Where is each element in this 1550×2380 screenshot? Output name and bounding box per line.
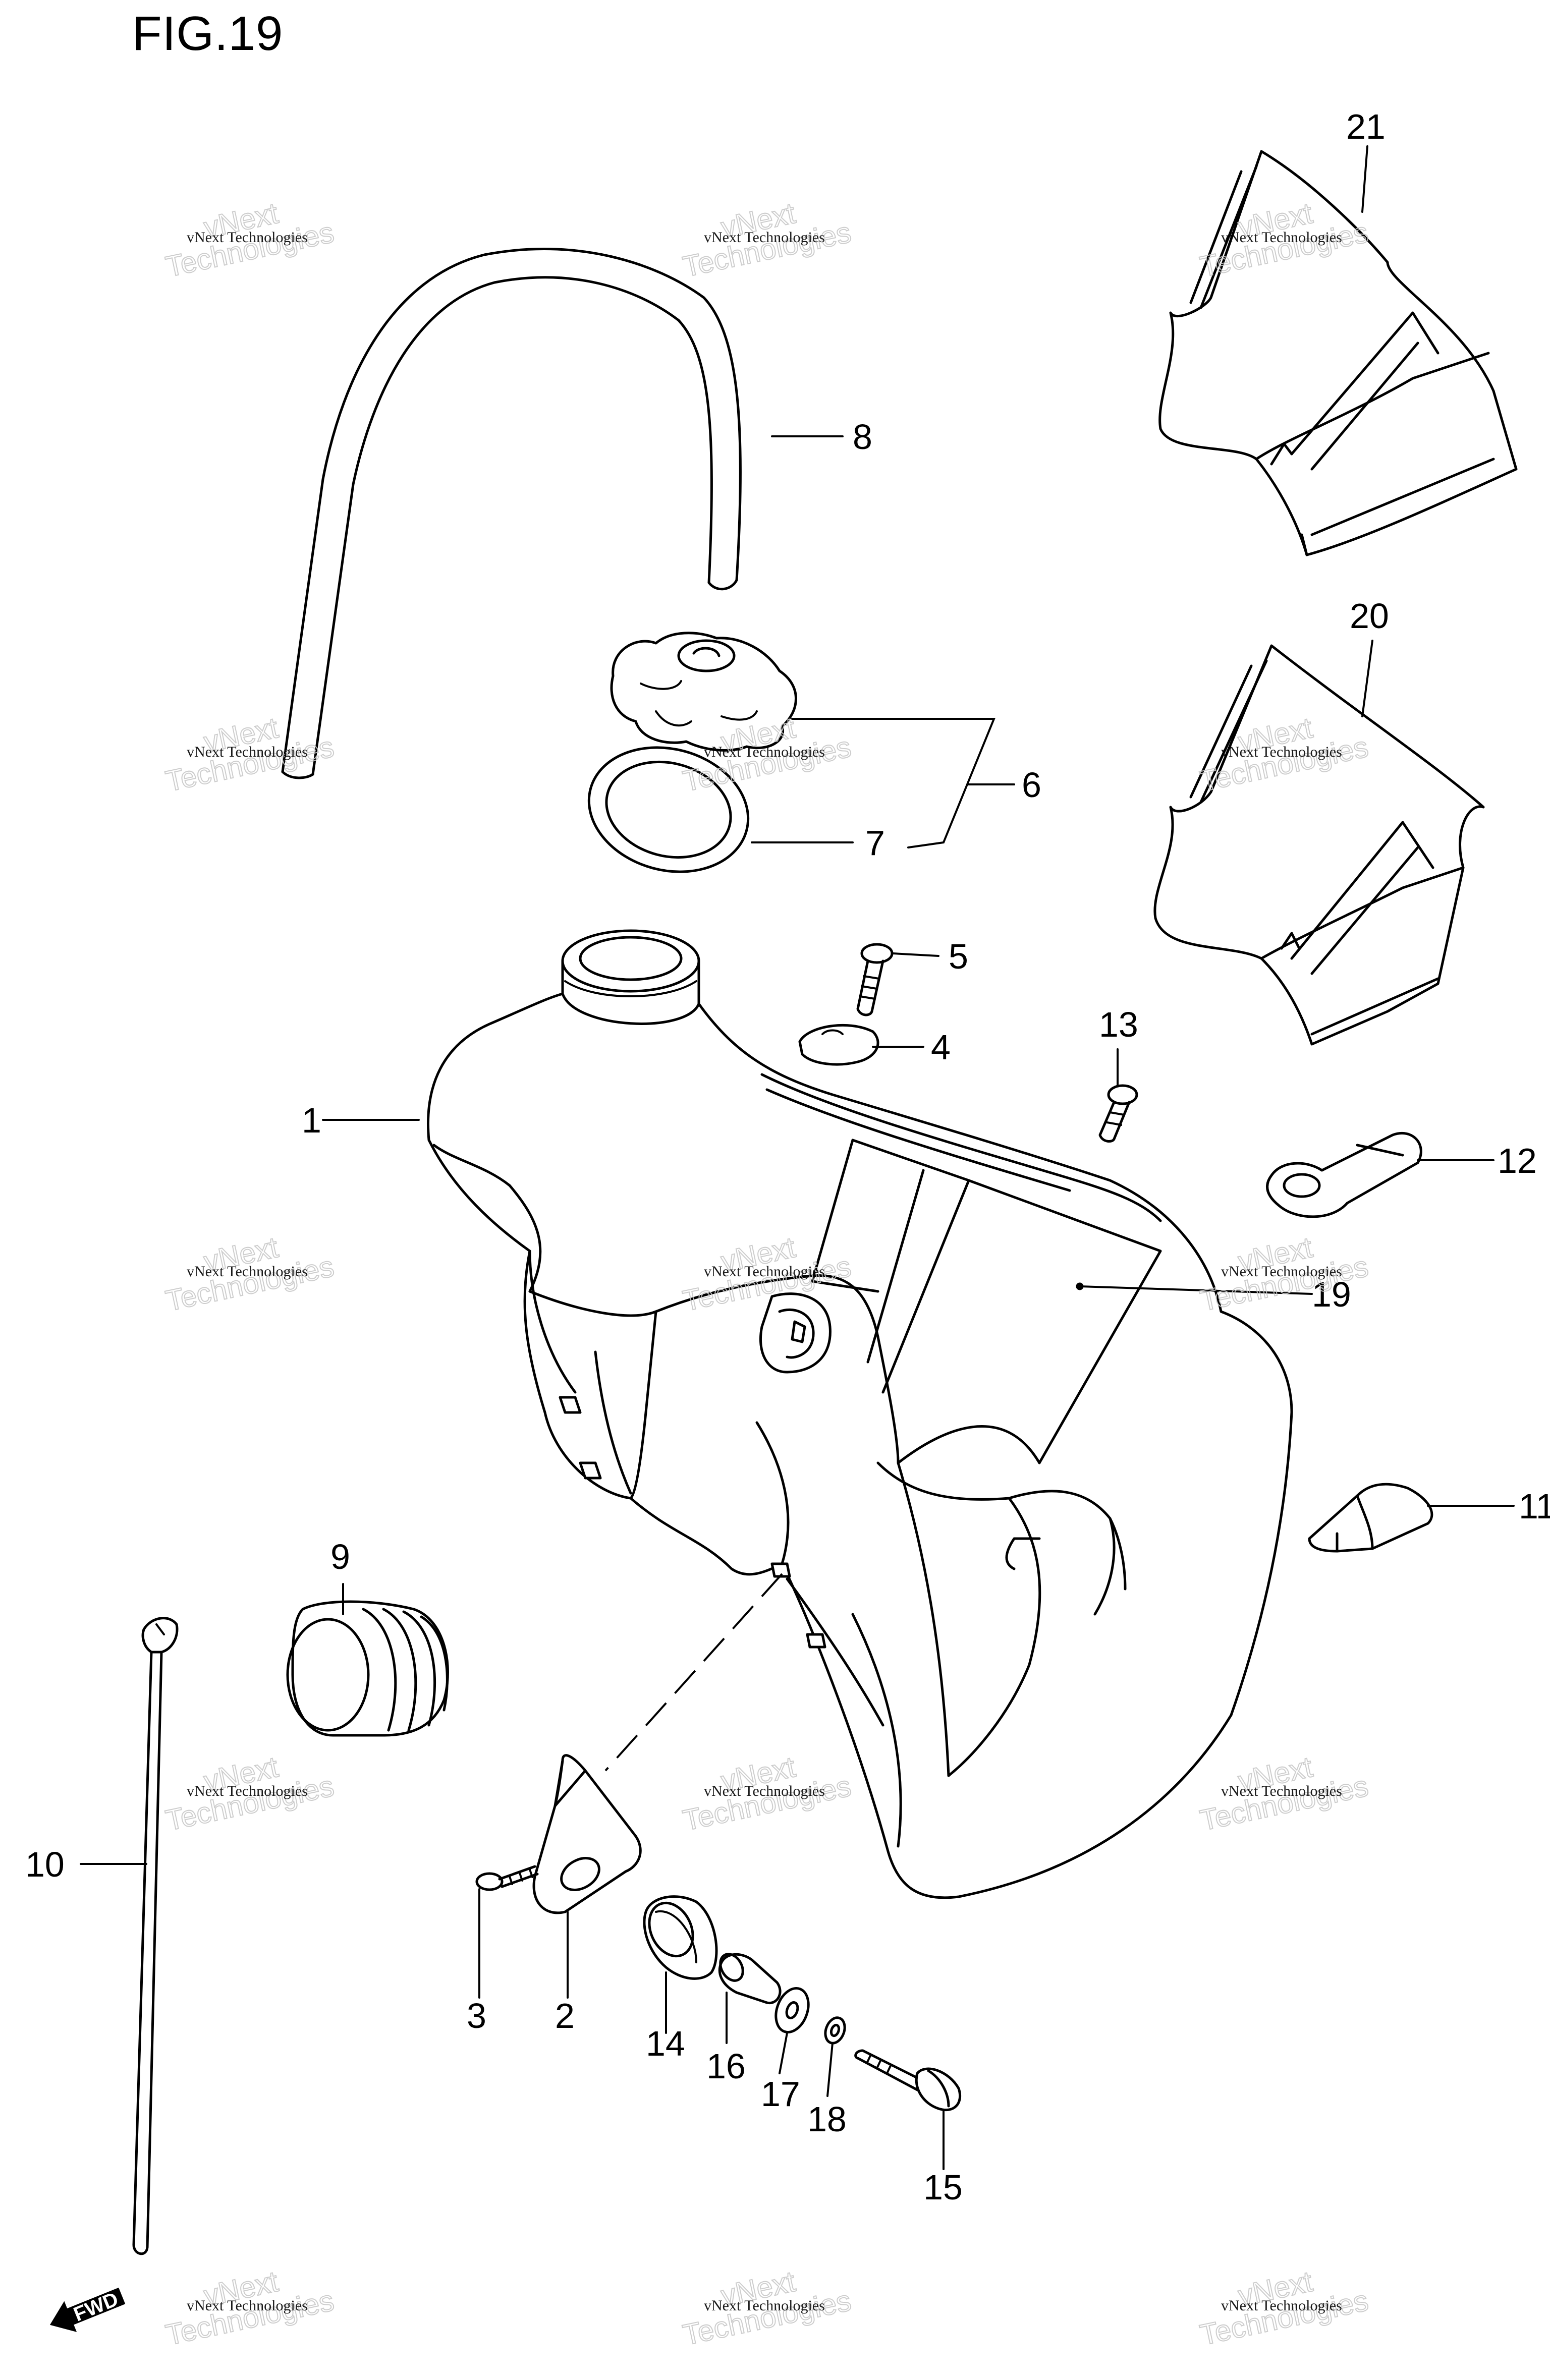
callout-16: 16 — [706, 2047, 746, 2086]
part-14-damper — [643, 1895, 718, 1980]
svg-text:vNext Technologies: vNext Technologies — [1221, 1783, 1342, 1799]
figure-title: FIG.19 — [132, 7, 284, 61]
watermark: Technologies vNext vNext Technologies — [680, 2264, 855, 2352]
part-6-fuel-cap — [610, 632, 797, 752]
watermark: Technologies vNext vNext Technologies — [680, 1750, 855, 1838]
part-12-clamp — [1266, 1131, 1422, 1218]
part-17-washer — [774, 1987, 810, 2034]
callout-3: 3 — [467, 1996, 486, 2035]
callout-15: 15 — [923, 2168, 963, 2207]
watermark: Technologies vNext vNext Technologies — [162, 2264, 338, 2352]
svg-text:vNext Technologies: vNext Technologies — [1221, 744, 1342, 760]
leader-lines — [80, 145, 1515, 2170]
callout-5: 5 — [949, 937, 968, 976]
callout-21: 21 — [1346, 107, 1386, 146]
svg-text:vNext Technologies: vNext Technologies — [187, 1783, 308, 1799]
callout-18: 18 — [807, 2100, 847, 2139]
fwd-arrow: FWD — [49, 2287, 126, 2332]
svg-text:vNext Technologies: vNext Technologies — [704, 1783, 825, 1799]
svg-text:vNext Technologies: vNext Technologies — [187, 229, 308, 246]
callout-11: 11 — [1519, 1487, 1550, 1526]
part-13-screw — [1098, 1084, 1138, 1143]
part-5-screw — [856, 943, 894, 1016]
svg-text:vNext Technologies: vNext Technologies — [187, 1263, 308, 1280]
fwd-label: FWD — [71, 2288, 122, 2326]
callout-6: 6 — [1022, 765, 1041, 805]
part-1-fuel-tank — [427, 929, 1293, 1899]
svg-text:vNext Technologies: vNext Technologies — [1221, 2297, 1342, 2314]
callout-20: 20 — [1350, 596, 1389, 636]
part-3-screw — [475, 1865, 539, 1891]
watermark: Technologies vNext vNext Technologies — [1197, 1750, 1372, 1838]
svg-text:vNext Technologies: vNext Technologies — [704, 229, 825, 246]
callout-19: 19 — [1312, 1275, 1351, 1314]
part-15-bolt — [854, 2049, 962, 2112]
part-4-damper — [798, 1024, 879, 1066]
part-2-bracket — [532, 1754, 642, 1914]
watermark: Technologies vNext vNext Technologies — [162, 1750, 338, 1838]
callout-9: 9 — [330, 1537, 350, 1576]
part-11-cushion — [1308, 1483, 1433, 1553]
callout-13: 13 — [1099, 1005, 1138, 1044]
part-9-grommet — [286, 1600, 449, 1737]
callout-12: 12 — [1498, 1141, 1537, 1180]
part-20-tank-shroud-left — [1153, 644, 1485, 1046]
watermark: Technologies vNext vNext Technologies — [1197, 2264, 1372, 2352]
part-18-lock-washer — [824, 2016, 846, 2045]
part-7-cap-gasket — [587, 746, 750, 873]
callout-10: 10 — [25, 1845, 65, 1884]
svg-text:vNext Technologies: vNext Technologies — [1221, 229, 1342, 246]
watermark: Technologies vNext vNext Technologies — [162, 1230, 338, 1318]
part-8-breather-hose — [281, 248, 742, 779]
callout-7: 7 — [865, 823, 885, 863]
callout-4: 4 — [931, 1028, 951, 1067]
callout-8: 8 — [853, 417, 872, 457]
watermark: Technologies vNext vNext Technologies — [162, 711, 338, 799]
callout-1: 1 — [302, 1101, 321, 1140]
part-16-collar — [718, 1953, 782, 2005]
svg-text:vNext Technologies: vNext Technologies — [704, 2297, 825, 2314]
watermark: Technologies vNext vNext Technologies — [680, 196, 855, 284]
svg-text:vNext Technologies: vNext Technologies — [187, 744, 308, 760]
svg-text:vNext Technologies: vNext Technologies — [704, 1263, 825, 1280]
callout-14: 14 — [646, 2024, 685, 2063]
watermark: Technologies vNext vNext Technologies — [162, 196, 338, 284]
callout-17: 17 — [761, 2074, 800, 2114]
svg-text:vNext Technologies: vNext Technologies — [1221, 1263, 1342, 1280]
part-10-cable-tie — [132, 1617, 179, 2255]
svg-text:vNext Technologies: vNext Technologies — [187, 2297, 308, 2314]
callout-2: 2 — [555, 1996, 575, 2035]
part-21-tank-shroud-right — [1158, 150, 1518, 556]
callout-numbers: 1 2 3 4 5 6 7 8 9 10 11 12 13 14 15 16 1… — [25, 107, 1550, 2207]
svg-text:vNext Technologies: vNext Technologies — [704, 744, 825, 760]
